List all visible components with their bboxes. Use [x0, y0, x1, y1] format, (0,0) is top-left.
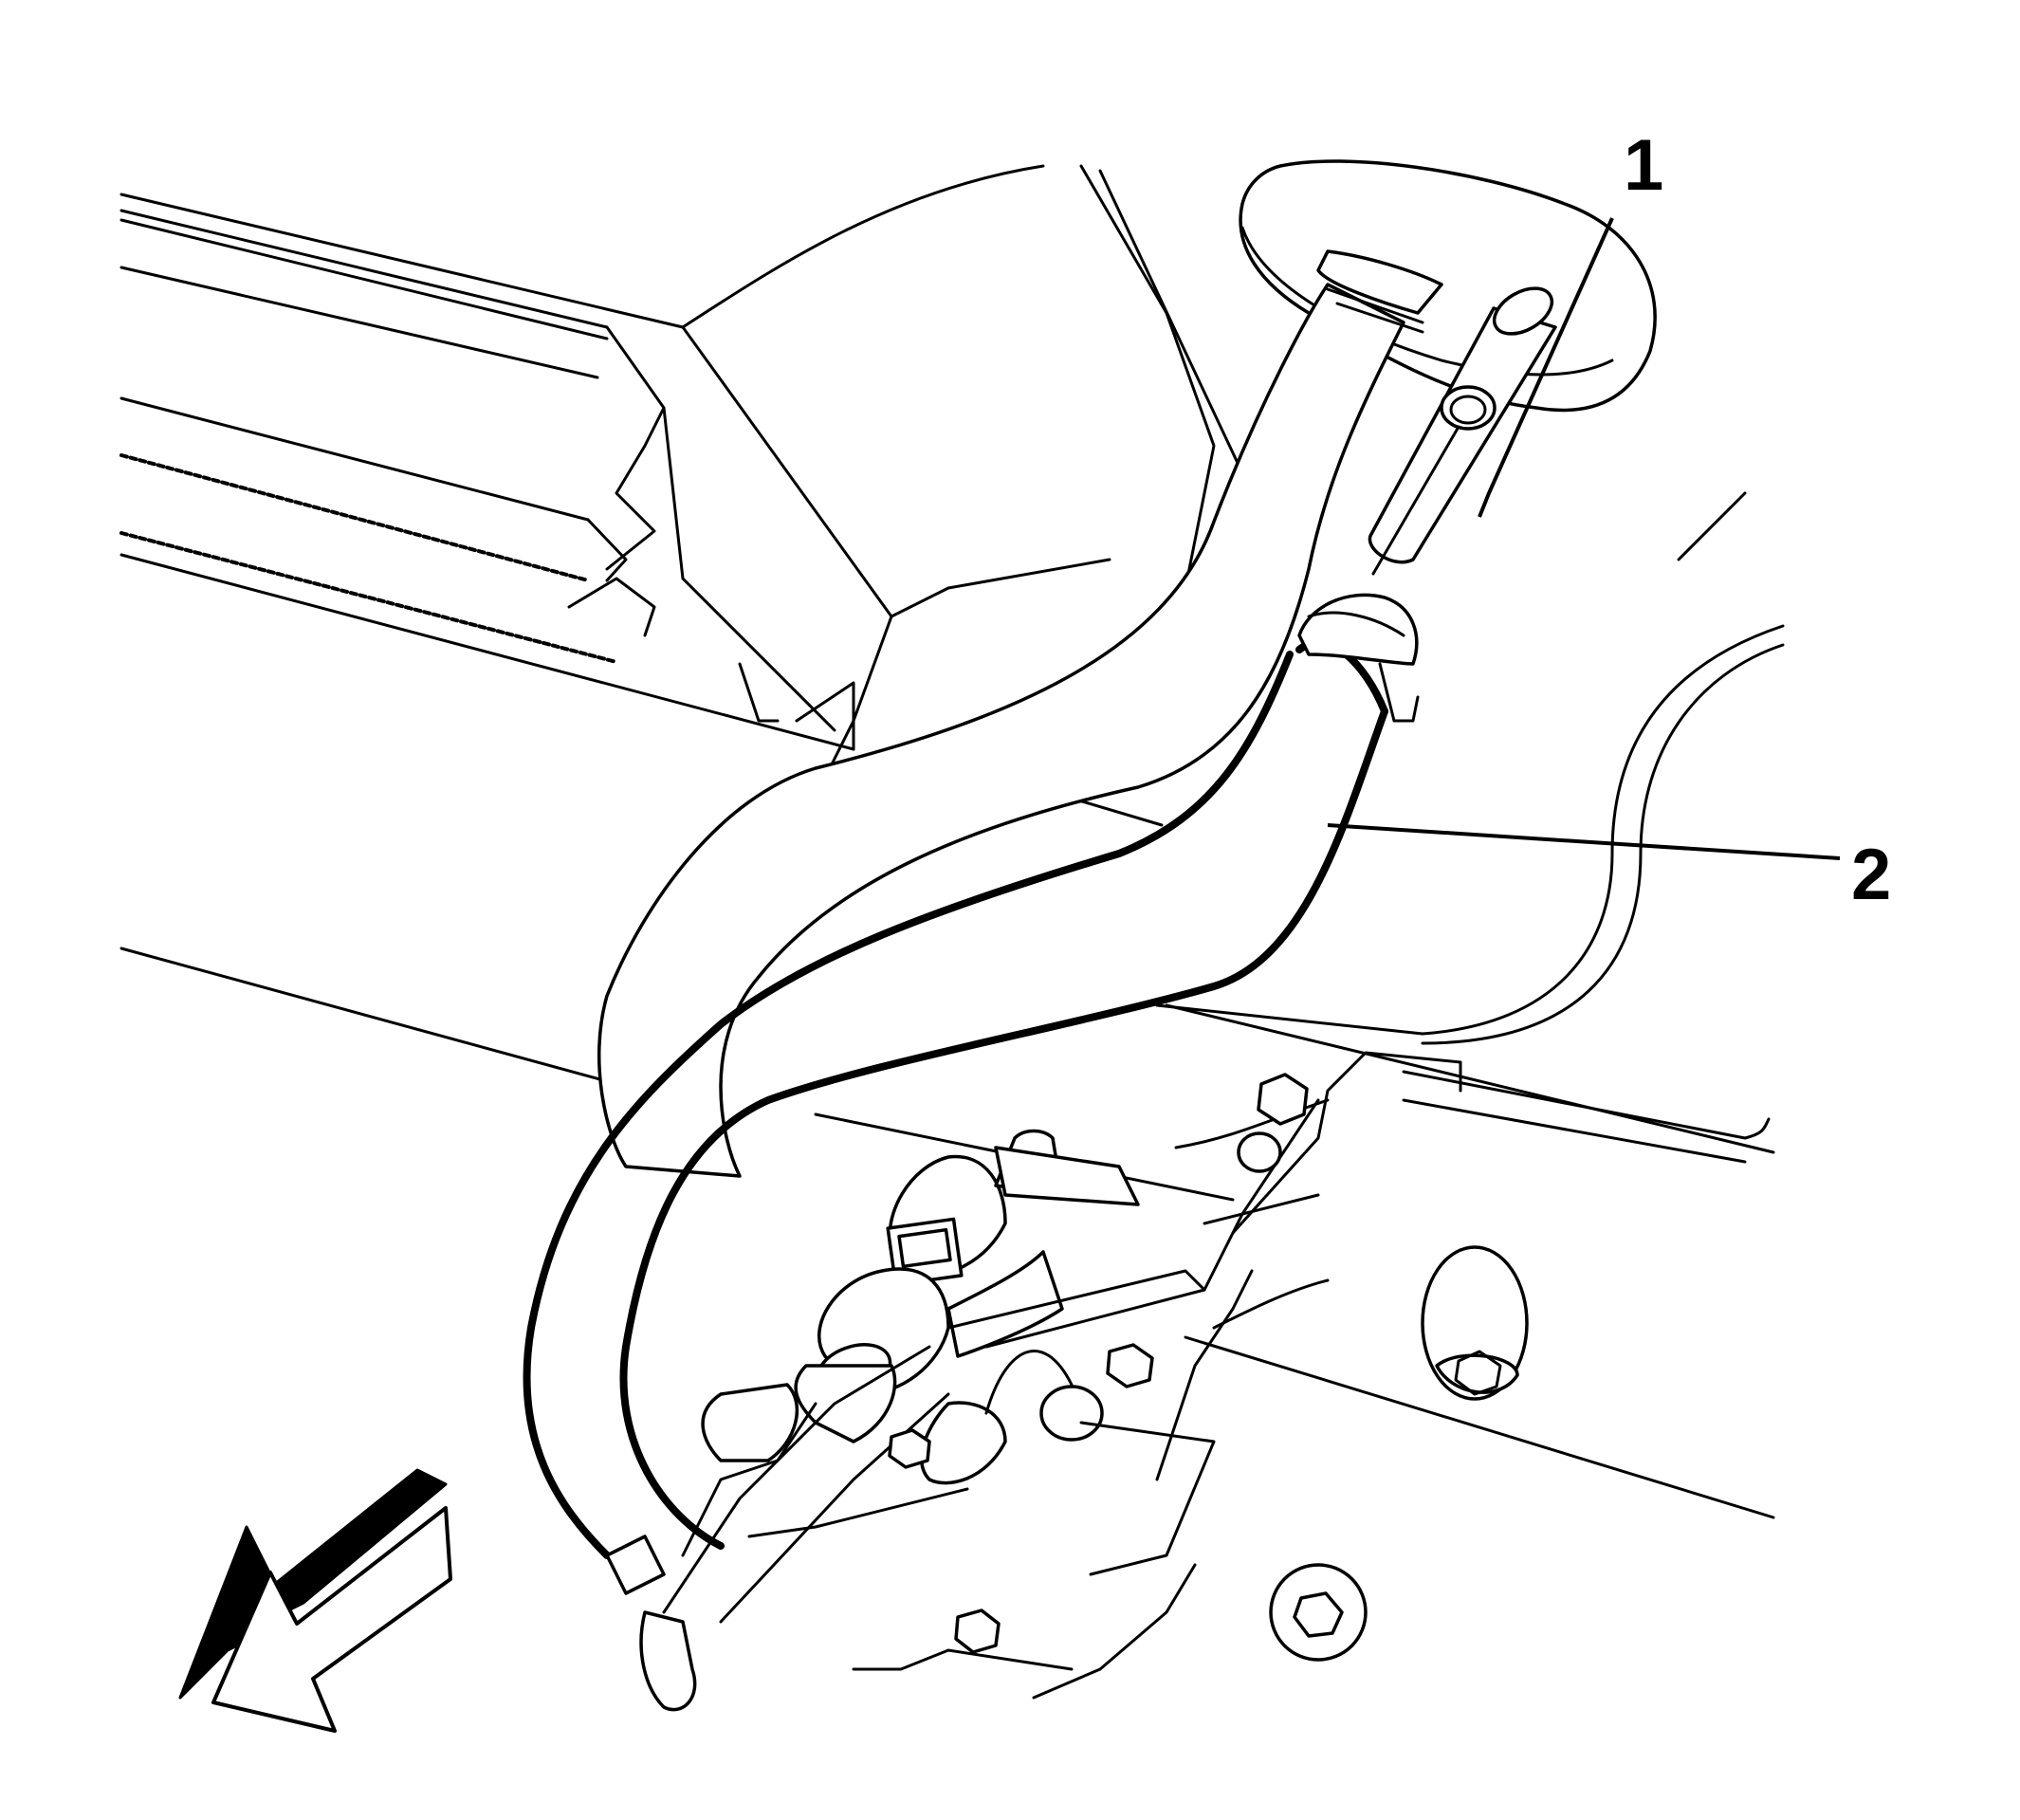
fuel-tank: [119, 164, 1785, 1519]
callout-leaders: [1327, 217, 1841, 860]
hose-clamp-middle: [1297, 593, 1420, 723]
hose-end-fitting: [605, 1535, 697, 1712]
valve-assembly: [662, 1129, 1216, 1624]
vapor-hose: [1368, 286, 1557, 576]
hose-clamp-upper: [1316, 249, 1443, 334]
leader-1: [1478, 217, 1614, 518]
mounting-bracket: [852, 1051, 1462, 1700]
bolt-lower: [954, 1609, 1001, 1654]
bolt-upper: [1237, 1073, 1309, 1173]
filler-neck-flange: [1239, 159, 1657, 413]
front-direction-arrow-icon: [178, 1468, 452, 1733]
leader-2: [1327, 823, 1841, 860]
access-hole-right: [1421, 1245, 1529, 1401]
callout-1-label: 1: [1624, 125, 1663, 206]
bolt-middle: [888, 1343, 1154, 1469]
frame-rail: [119, 193, 855, 751]
fuel-hose-main: [523, 249, 1443, 1559]
access-plug-lower: [1269, 1563, 1368, 1662]
callout-2-label: 2: [1851, 835, 1891, 915]
